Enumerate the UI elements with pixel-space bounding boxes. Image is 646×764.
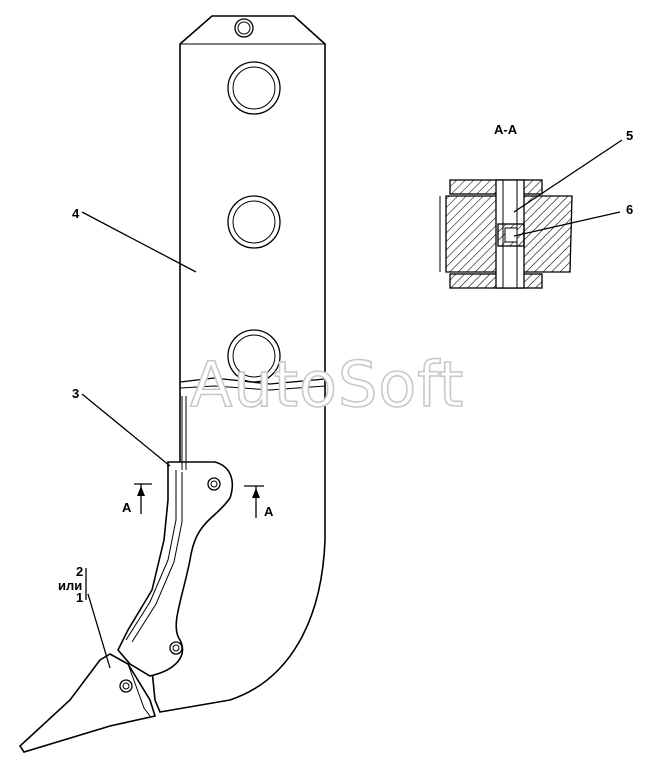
mounting-hole-3-inner xyxy=(232,334,276,378)
tip-outline xyxy=(18,653,157,753)
top-pin-hole xyxy=(234,18,254,38)
section-title: A-A xyxy=(494,122,518,137)
mounting-hole-2 xyxy=(227,195,281,249)
protector-edge-2 xyxy=(131,472,183,643)
section-arrow-left-head xyxy=(137,486,145,496)
tip-pin xyxy=(119,679,133,693)
callout-1: 1 xyxy=(76,590,83,605)
section-marker-right: A xyxy=(264,504,274,519)
break-line xyxy=(179,377,326,385)
top-pin-hole-inner xyxy=(237,21,251,35)
section-markers: A A xyxy=(122,483,274,519)
callout-6-leader xyxy=(513,211,621,237)
protector-edge-1 xyxy=(125,470,177,641)
mounting-hole-1 xyxy=(227,61,281,115)
protector-bolt-upper-inner xyxy=(210,480,218,488)
callout-5: 5 xyxy=(626,128,633,143)
protector-bolt-lower xyxy=(169,641,183,655)
callout-4: 4 xyxy=(72,206,80,221)
tip-edge xyxy=(127,663,151,717)
callout-1-2-leader xyxy=(87,593,111,669)
section-detail: A-A 5 6 xyxy=(439,122,633,289)
protector-plate xyxy=(117,396,234,677)
callout-5-leader xyxy=(513,139,623,213)
callout-3: 3 xyxy=(72,386,79,401)
callout-3-leader xyxy=(81,393,171,467)
mounting-hole-2-inner xyxy=(232,200,276,244)
watermark: AutoSoft xyxy=(190,348,464,421)
ripper-tip xyxy=(18,653,157,753)
callout-6: 6 xyxy=(626,202,633,217)
tip-pin-inner xyxy=(122,682,130,690)
callouts: 4 3 2 или 1 xyxy=(58,206,197,669)
section-sleeve-core xyxy=(504,227,518,243)
protector-bolt-upper xyxy=(207,477,221,491)
section-marker-left: A xyxy=(122,500,132,515)
callout-or: или xyxy=(58,578,82,593)
callout-2: 2 xyxy=(76,564,83,579)
section-arrow-right-head xyxy=(252,488,260,498)
mounting-hole-1-inner xyxy=(232,66,276,110)
break-line-2 xyxy=(179,385,326,391)
protector-bolt-lower-inner xyxy=(172,644,180,652)
callout-4-leader xyxy=(81,211,197,273)
protector-outline xyxy=(117,461,234,677)
